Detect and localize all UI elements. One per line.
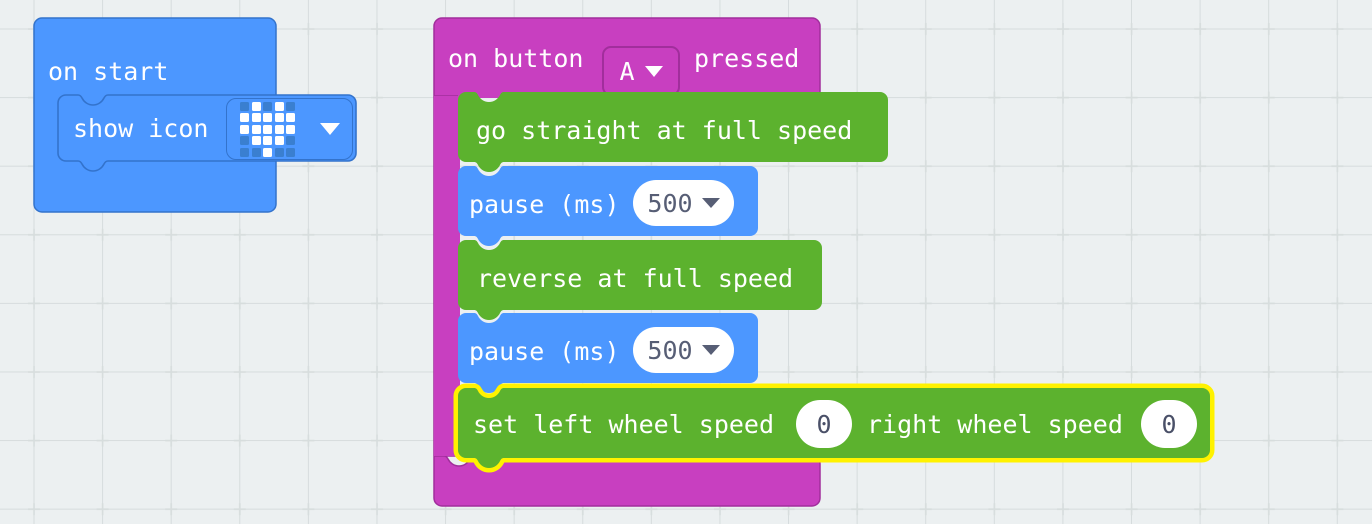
led-cell-3-4: [286, 136, 295, 145]
led-matrix-dropdown-field[interactable]: [226, 98, 353, 160]
pause-1-duration-dropdown[interactable]: 500: [633, 180, 734, 226]
set-wheel-speed-block[interactable]: set left wheel speed 0 right wheel speed…: [453, 383, 1215, 473]
led-cell-2-4: [286, 124, 295, 134]
led-cell-0-1: [251, 101, 261, 111]
led-cell-4-0: [240, 147, 249, 157]
led-cell-2-0: [240, 124, 249, 134]
led-cell-4-4: [286, 147, 295, 157]
pause-2-duration-dropdown[interactable]: 500: [633, 327, 734, 373]
chevron-down-icon[interactable]: [701, 345, 720, 355]
pause-1-duration-value: 500: [647, 188, 693, 218]
reverse-block[interactable]: reverse at full speed: [458, 240, 822, 320]
led-cell-1-2: [263, 113, 272, 122]
led-cell-2-2: [263, 124, 272, 134]
led-cell-2-3: [274, 124, 284, 134]
right-wheel-speed-value: 0: [1161, 409, 1177, 439]
button-select-dropdown[interactable]: A: [602, 46, 680, 96]
reverse-shape[interactable]: [458, 240, 822, 320]
led-cell-4-1: [251, 147, 261, 157]
led-cell-4-3: [274, 147, 284, 157]
led-cell-1-4: [286, 113, 295, 122]
led-cell-3-0: [240, 136, 249, 145]
led-cell-0-0: [240, 101, 249, 111]
left-wheel-speed-input[interactable]: 0: [796, 400, 852, 448]
heart-icon: [240, 101, 295, 157]
pause-2-duration-value: 500: [647, 335, 693, 365]
led-cell-0-4: [286, 101, 295, 111]
pause-block-2[interactable]: pause (ms) 500: [458, 313, 758, 393]
chevron-down-icon[interactable]: [644, 65, 663, 77]
led-cell-3-2: [263, 136, 272, 145]
go-straight-block[interactable]: go straight at full speed: [458, 92, 888, 172]
led-cell-1-3: [274, 113, 284, 122]
chevron-down-icon[interactable]: [320, 123, 340, 135]
button-select-value: A: [619, 56, 635, 86]
led-cell-4-2: [263, 147, 272, 157]
right-wheel-speed-input[interactable]: 0: [1141, 400, 1197, 448]
go-straight-shape[interactable]: [458, 92, 888, 172]
chevron-down-icon[interactable]: [701, 198, 720, 208]
left-wheel-speed-value: 0: [816, 409, 832, 439]
led-cell-3-1: [251, 136, 261, 145]
led-cell-0-2: [263, 101, 272, 111]
pause-block-1[interactable]: pause (ms) 500: [458, 166, 758, 246]
led-cell-1-1: [251, 113, 261, 122]
led-cell-3-3: [274, 136, 284, 145]
led-cell-0-3: [274, 101, 284, 111]
led-cell-1-0: [240, 113, 249, 122]
show-icon-block[interactable]: show icon: [56, 93, 358, 172]
led-cell-2-1: [251, 124, 261, 134]
